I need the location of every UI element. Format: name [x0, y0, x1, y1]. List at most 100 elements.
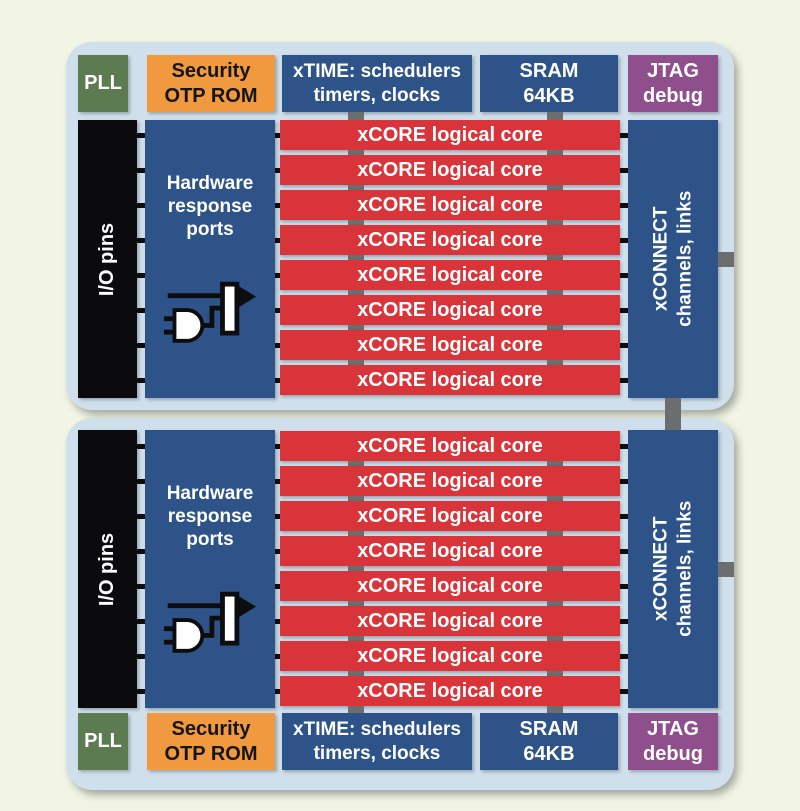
io-hrp-connector-tick — [137, 343, 145, 348]
xcore-logical-core-bar: xCORE logical core — [280, 466, 620, 496]
sram-block: SRAM 64KB — [480, 55, 618, 112]
inter-core-connector-stub — [348, 325, 364, 330]
inter-core-connector-stub — [348, 601, 364, 606]
hrp-core-connector-tick — [275, 133, 280, 138]
inter-core-connector-stub — [547, 360, 563, 365]
xconnect-block: xCONNECT channels, links — [628, 120, 718, 398]
io-hrp-connector-tick — [137, 654, 145, 659]
core-xconnect-connector-tick — [620, 479, 628, 484]
xcore-logical-core-bar: xCORE logical core — [280, 501, 620, 531]
hrp-core-connector-tick — [275, 238, 280, 243]
security-otp-rom-label: Security OTP ROM — [164, 718, 258, 765]
core-xconnect-connector-tick — [620, 584, 628, 589]
io-hrp-connector-tick — [137, 549, 145, 554]
sram-block: SRAM 64KB — [480, 713, 618, 770]
jtag-debug-label: JTAG debug — [643, 718, 703, 765]
xcore-logical-core-bar: xCORE logical core — [280, 606, 620, 636]
inter-core-connector-stub — [348, 255, 364, 260]
xcore-logical-core-bar: xCORE logical core — [280, 120, 620, 150]
io-hrp-connector-tick — [137, 689, 145, 694]
core-xconnect-connector-tick — [620, 444, 628, 449]
core-xconnect-connector-tick — [620, 203, 628, 208]
hrp-core-connector-tick — [275, 444, 280, 449]
inter-core-connector-stub — [348, 461, 364, 466]
hrp-core-connector-tick — [275, 619, 280, 624]
inter-core-connector-stub — [348, 150, 364, 155]
xconnect-external-link-stub — [718, 562, 734, 577]
inter-core-connector-stub — [547, 461, 563, 466]
inter-core-connector-stub — [348, 566, 364, 571]
security-otp-rom-block: Security OTP ROM — [147, 713, 275, 770]
inter-core-connector-stub — [348, 360, 364, 365]
pll-label: PLL — [84, 730, 122, 753]
inter-core-connector-stub — [547, 636, 563, 641]
io-hrp-connector-tick — [137, 584, 145, 589]
header-core-connector-stub — [348, 112, 364, 120]
inter-core-connector-stub — [547, 496, 563, 501]
inter-core-connector-stub — [348, 220, 364, 225]
security-otp-rom-block: Security OTP ROM — [147, 55, 275, 112]
inter-core-connector-stub — [547, 601, 563, 606]
core-xconnect-connector-tick — [620, 273, 628, 278]
core-xconnect-connector-tick — [620, 514, 628, 519]
inter-core-connector-stub — [547, 220, 563, 225]
header-core-connector-stub — [348, 706, 364, 713]
io-hrp-connector-tick — [137, 444, 145, 449]
xconnect-label: xCONNECT channels, links — [650, 190, 696, 328]
jtag-debug-label: JTAG debug — [643, 60, 703, 107]
inter-tile-xconnect-link — [665, 398, 681, 430]
hardware-response-ports-block: Hardware response ports — [145, 120, 275, 398]
core-xconnect-connector-tick — [620, 378, 628, 383]
io-pins-label: I/O pins — [96, 532, 118, 606]
and-gate-register-icon — [163, 591, 257, 653]
core-xconnect-connector-tick — [620, 654, 628, 659]
io-pins-bar: I/O pins — [78, 120, 137, 398]
io-hrp-connector-tick — [137, 378, 145, 383]
xtime-label: xTIME: schedulers timers, clocks — [293, 61, 461, 106]
core-xconnect-connector-tick — [620, 168, 628, 173]
inter-core-connector-stub — [547, 150, 563, 155]
hrp-core-connector-tick — [275, 308, 280, 313]
core-xconnect-connector-tick — [620, 343, 628, 348]
inter-core-connector-stub — [547, 531, 563, 536]
io-hrp-connector-tick — [137, 133, 145, 138]
io-pins-bar: I/O pins — [78, 430, 137, 708]
sram-label: SRAM 64KB — [519, 718, 579, 765]
hrp-core-connector-tick — [275, 378, 280, 383]
hrp-core-connector-tick — [275, 689, 280, 694]
xcore-logical-core-bar: xCORE logical core — [280, 676, 620, 706]
sram-label: SRAM 64KB — [519, 60, 579, 107]
hardware-response-ports-block: Hardware response ports — [145, 430, 275, 708]
inter-core-connector-stub — [348, 185, 364, 190]
io-hrp-connector-tick — [137, 238, 145, 243]
core-xconnect-connector-tick — [620, 619, 628, 624]
xconnect-label: xCONNECT channels, links — [650, 500, 696, 638]
inter-core-connector-stub — [348, 496, 364, 501]
io-hrp-connector-tick — [137, 168, 145, 173]
hardware-response-ports-label: Hardware response ports — [166, 173, 254, 241]
xcore-logical-core-bar: xCORE logical core — [280, 571, 620, 601]
xconnect-external-link-stub — [718, 252, 734, 267]
hrp-core-connector-tick — [275, 584, 280, 589]
xcore-logical-core-bar: xCORE logical core — [280, 155, 620, 185]
inter-core-connector-stub — [348, 671, 364, 676]
jtag-debug-block: JTAG debug — [628, 55, 718, 112]
xcore-tile-2: I/O pins Hardware response ports xCONNEC… — [66, 418, 734, 790]
inter-core-connector-stub — [547, 255, 563, 260]
xtime-label: xTIME: schedulers timers, clocks — [293, 719, 461, 764]
hrp-core-connector-tick — [275, 343, 280, 348]
xcore-logical-core-bar: xCORE logical core — [280, 190, 620, 220]
xcore-logical-core-bar: xCORE logical core — [280, 260, 620, 290]
inter-core-connector-stub — [547, 325, 563, 330]
xcore-logical-core-bar: xCORE logical core — [280, 330, 620, 360]
xconnect-block: xCONNECT channels, links — [628, 430, 718, 708]
core-xconnect-connector-tick — [620, 238, 628, 243]
io-hrp-connector-tick — [137, 619, 145, 624]
inter-core-connector-stub — [547, 185, 563, 190]
io-hrp-connector-tick — [137, 203, 145, 208]
inter-core-connector-stub — [348, 531, 364, 536]
pll-block: PLL — [78, 713, 128, 770]
xcore-logical-core-bar: xCORE logical core — [280, 431, 620, 461]
inter-core-connector-stub — [547, 566, 563, 571]
